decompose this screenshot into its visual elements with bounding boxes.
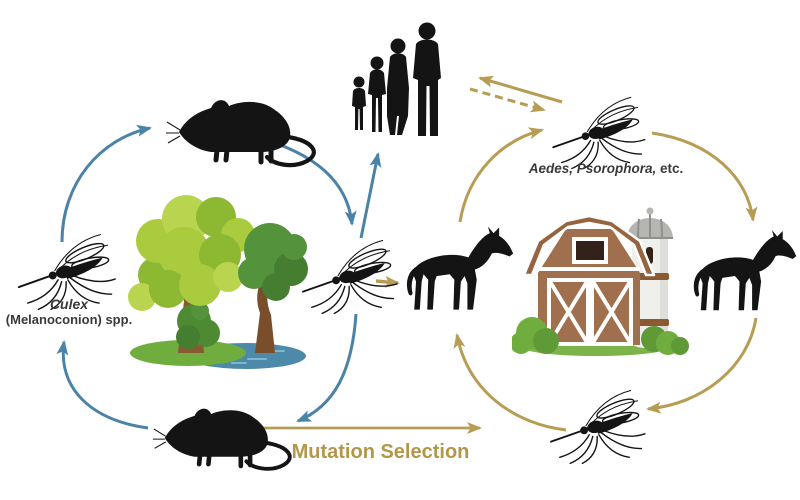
humans-family: [349, 16, 461, 141]
arrow-horse-right-to-epizootic-mosquito: [646, 317, 758, 414]
arrow-bridge-mosquito-to-humans: [359, 152, 382, 239]
horse-left: [403, 224, 515, 316]
bushes: [512, 317, 689, 355]
silo-band: [631, 319, 669, 326]
arrow-rodent-bottom-to-culex: [56, 340, 149, 430]
rodent-top: [156, 80, 334, 175]
barn-roof: [522, 214, 656, 277]
rodent-bottom: [146, 390, 306, 478]
tree-trunk-right: [255, 275, 275, 353]
silo-band: [631, 273, 669, 280]
bush: [176, 302, 220, 349]
mutation-selection-label: Mutation Selection: [291, 441, 470, 463]
horse-right: [690, 226, 798, 318]
aedes-label-genera: Aedes, Psorophora,: [528, 161, 657, 176]
arrow-epizootic-mosquito-to-horse-left: [453, 333, 567, 432]
barn-window: [576, 241, 604, 260]
arrow-aedes-to-humans: [478, 75, 563, 104]
person-child: [352, 88, 366, 130]
barn: [522, 214, 656, 346]
habitat-barn: [512, 193, 690, 361]
epizootic-mosquito: [538, 386, 658, 466]
aedes-label-etc: etc.: [656, 161, 684, 176]
arrow-horse-left-to-aedes: [458, 127, 544, 223]
tree-foliage-right: [238, 223, 308, 301]
person-man: [413, 39, 441, 136]
habitat-forest-swamp: [128, 183, 313, 378]
aedes-label: Aedes, Psorophora, etc.: [522, 161, 690, 176]
arrow-bridge-mosquito-to-rodent-bottom: [296, 313, 358, 423]
culex-label-species: (Melanoconion) spp.: [5, 312, 133, 327]
arrow-bridge-mosquito-to-horse-left: [375, 275, 400, 288]
bridge-mosquito: [296, 236, 404, 316]
arrow-culex-to-rodent-top: [60, 124, 152, 243]
arrow-aedes-to-horse-right: [651, 131, 758, 222]
tree-foliage-left: [128, 195, 255, 311]
barn-door: [590, 278, 633, 346]
culex-label: Culex (Melanoconion) spp.: [0, 296, 138, 328]
silo-dome-ribs: [627, 213, 673, 240]
culex-label-genus: Culex: [49, 296, 89, 312]
human-family-icon: [352, 22, 441, 136]
person-boy: [368, 69, 386, 132]
aedes-mosquito: [543, 93, 655, 171]
barn-trim: [538, 267, 640, 271]
person-woman: [387, 53, 409, 135]
